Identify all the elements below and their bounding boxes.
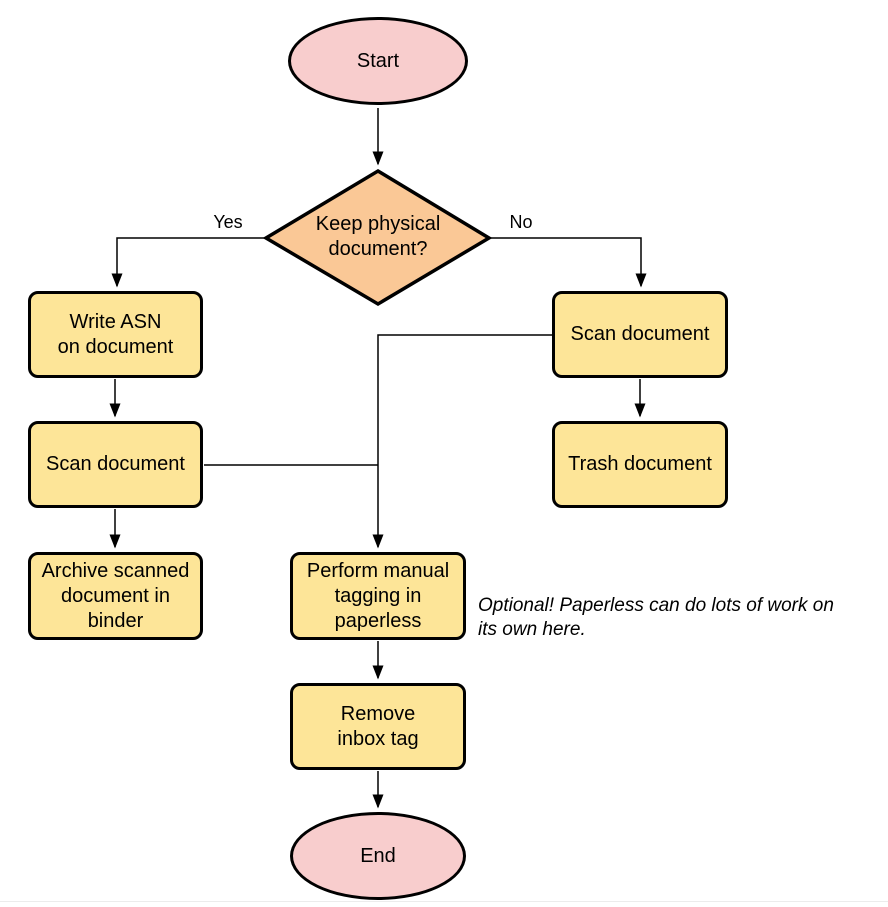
node-trash-document-label: Trash document [568,453,712,475]
edge-label-yes: Yes [213,212,243,232]
node-archive: Archive scanned document in binder [28,552,203,640]
decision-diamond-shape [262,168,493,307]
node-scan-document-left-label: Scan document [46,453,185,475]
node-scan-document-left: Scan document [28,421,203,508]
edge-label-no: No [509,212,533,232]
node-decision-label: Keep physical document? [315,213,441,260]
node-start: Start [288,17,468,105]
node-start-label: Start [356,49,400,72]
node-remove-inbox-tag: Remove inbox tag [290,683,466,770]
edge-scan-right-to-tagging [372,334,552,549]
node-write-asn-label: Write ASN on document [57,310,174,358]
edge-decision-to-write-asn [111,237,266,288]
node-scan-document-right: Scan document [552,291,728,378]
edge-decision-to-scan-right [489,237,647,288]
optional-annotation: Optional! Paperless can do lots of work … [478,595,834,640]
node-end-label: End [360,844,396,867]
node-scan-document-right-label: Scan document [570,323,710,345]
node-manual-tagging-label: Perform manual tagging in paperless [306,559,450,632]
node-archive-label: Archive scanned document in binder [41,559,190,632]
bottom-border-line [0,901,888,902]
node-trash-document: Trash document [552,421,728,508]
node-manual-tagging: Perform manual tagging in paperless [290,552,466,640]
node-end: End [290,812,466,900]
node-remove-inbox-tag-label: Remove inbox tag [337,702,419,750]
node-write-asn: Write ASN on document [28,291,203,378]
